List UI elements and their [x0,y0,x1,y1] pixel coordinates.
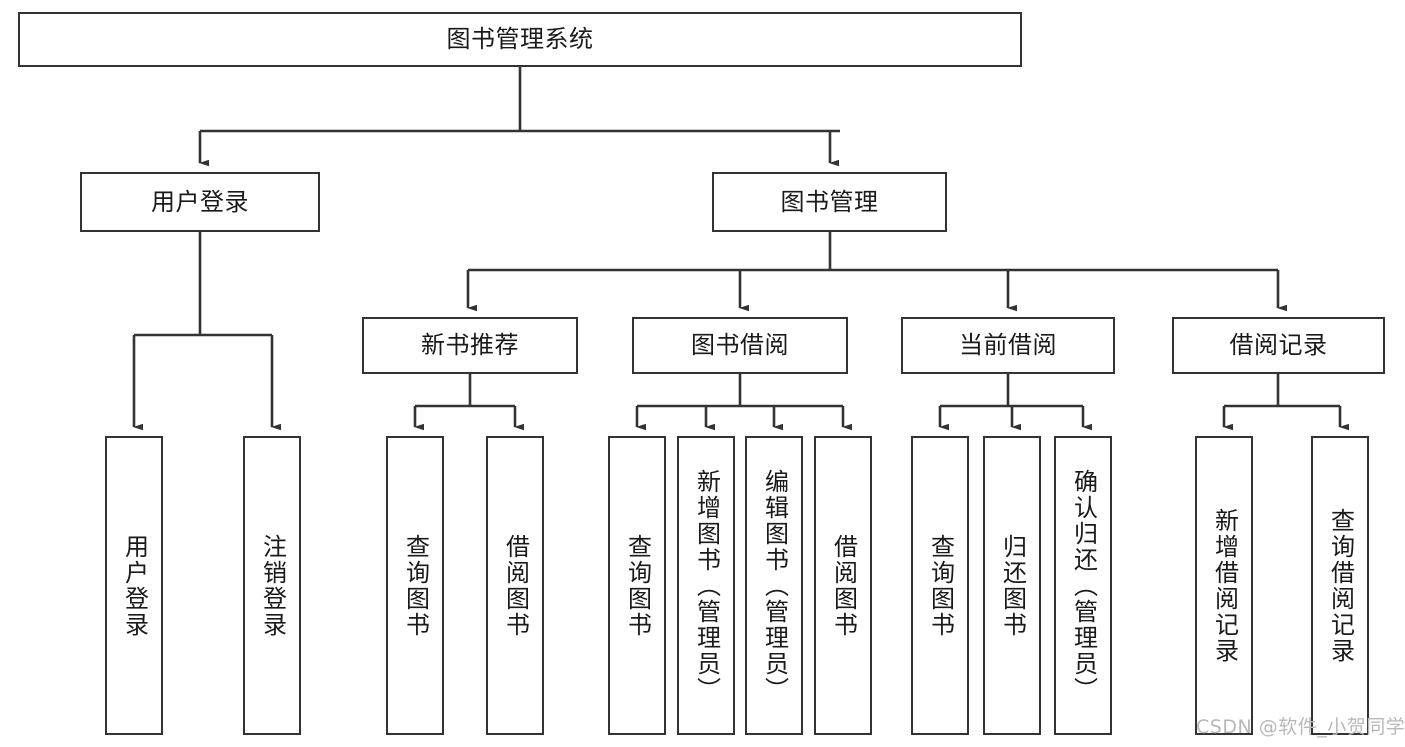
node-leaf-edit-book-admin-label: 编辑图书（管理员） [760,468,789,703]
node-leaf-query-book-rec[interactable]: 查询图书 [386,436,444,735]
node-leaf-add-book-admin-label: 新增图书（管理员） [692,468,721,703]
node-leaf-return-book[interactable]: 归还图书 [983,436,1041,735]
node-leaf-logout-label: 注销登录 [258,533,287,638]
node-root[interactable]: 图书管理系统 [18,12,1022,67]
node-book-borrow-label: 图书借阅 [691,331,789,360]
node-leaf-query-book-borrow-label: 查询图书 [623,533,652,638]
node-leaf-user-login[interactable]: 用户登录 [105,436,163,735]
node-leaf-edit-book-admin[interactable]: 编辑图书（管理员） [745,436,803,735]
node-leaf-confirm-return-admin[interactable]: 确认归还（管理员） [1054,436,1112,735]
node-new-book-recommend-label: 新书推荐 [421,331,519,360]
node-leaf-add-book-admin[interactable]: 新增图书（管理员） [677,436,735,735]
node-leaf-return-book-label: 归还图书 [998,533,1027,638]
node-borrow-record-label: 借阅记录 [1229,331,1328,360]
node-leaf-query-borrow-record[interactable]: 查询借阅记录 [1311,436,1369,735]
node-book-manage[interactable]: 图书管理 [712,172,947,232]
node-user-login[interactable]: 用户登录 [80,172,320,232]
node-leaf-query-book-cur-label: 查询图书 [926,533,955,638]
node-leaf-add-borrow-record-label: 新增借阅记录 [1210,507,1239,664]
node-leaf-borrow-book-rec[interactable]: 借阅图书 [486,436,544,735]
node-user-login-label: 用户登录 [151,187,249,216]
node-leaf-query-book-borrow[interactable]: 查询图书 [608,436,666,735]
node-leaf-query-book-rec-label: 查询图书 [401,533,430,638]
node-root-label: 图书管理系统 [446,25,594,54]
node-leaf-query-borrow-record-label: 查询借阅记录 [1326,507,1355,664]
node-leaf-user-login-label: 用户登录 [120,533,149,638]
node-leaf-borrow-book-label: 借阅图书 [829,533,858,638]
node-leaf-add-borrow-record[interactable]: 新增借阅记录 [1195,436,1253,735]
node-leaf-borrow-book[interactable]: 借阅图书 [814,436,872,735]
node-borrow-record[interactable]: 借阅记录 [1172,317,1385,374]
node-book-manage-label: 图书管理 [780,187,879,216]
node-current-borrow-label: 当前借阅 [959,331,1057,360]
node-book-borrow[interactable]: 图书借阅 [632,317,848,374]
node-leaf-confirm-return-admin-label: 确认归还（管理员） [1069,468,1098,703]
node-current-borrow[interactable]: 当前借阅 [901,317,1115,374]
node-leaf-borrow-book-rec-label: 借阅图书 [501,533,530,638]
node-leaf-query-book-cur[interactable]: 查询图书 [911,436,969,735]
node-new-book-recommend[interactable]: 新书推荐 [362,317,578,374]
node-leaf-logout[interactable]: 注销登录 [243,436,301,735]
